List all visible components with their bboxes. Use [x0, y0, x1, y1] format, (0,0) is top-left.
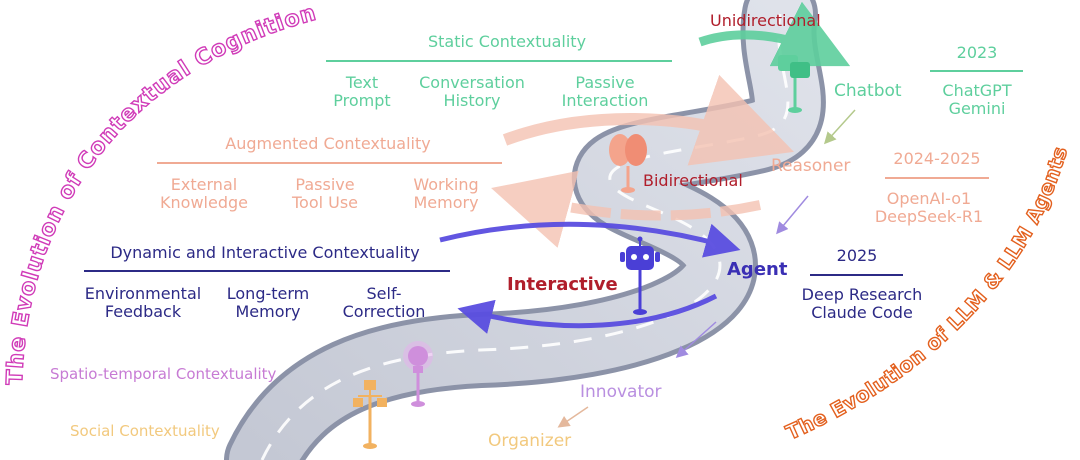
org-chart-icon — [353, 380, 387, 449]
milestone-2023-divider — [930, 70, 1023, 72]
bidirectional-arrow-lower — [491, 170, 762, 248]
agent-to-innovator-arrow — [675, 321, 717, 359]
interactive-arrow-upper — [439, 221, 741, 258]
brain-icon — [609, 134, 647, 193]
milestone-2025-divider — [810, 274, 903, 276]
chatbot-icon — [778, 55, 810, 113]
unidirectional-label: Unidirectional — [710, 11, 821, 30]
unidirectional-arrow — [698, 1, 851, 67]
augmented-divider — [157, 162, 502, 164]
dynamic-item-self-correction: Self-Correction — [342, 284, 426, 322]
bidirectional-arrow-upper — [502, 74, 794, 166]
stage-agent: Agent — [727, 259, 788, 280]
static-divider — [326, 60, 672, 62]
bidirectional-label: Bidirectional — [643, 171, 743, 190]
milestone-2023-year: 2023 — [956, 43, 998, 62]
lightbulb-icon — [403, 341, 433, 407]
stage-chatbot: Chatbot — [834, 81, 902, 101]
spatio-temporal-contextuality-label: Spatio-temporal Contextuality — [50, 365, 277, 383]
reasoner-to-agent-arrow — [776, 195, 809, 235]
interactive-arrow-lower — [457, 293, 718, 334]
milestone-2025-year: 2025 — [836, 246, 878, 265]
chatbot-to-reasoner-arrow — [823, 109, 856, 145]
innovator-to-organizer-arrow — [557, 406, 589, 428]
stage-innovator: Innovator — [580, 382, 662, 402]
augmented-contextuality-title: Augmented Contextuality — [225, 134, 431, 153]
social-contextuality-label: Social Contextuality — [70, 422, 220, 440]
interactive-label: Interactive — [507, 274, 618, 295]
milestone-2024-2025-year: 2024-2025 — [893, 149, 981, 168]
dynamic-contextuality-title: Dynamic and Interactive Contextuality — [110, 243, 420, 262]
milestone-2024-2025-divider — [885, 177, 989, 179]
stage-organizer: Organizer — [488, 431, 572, 451]
stage-reasoner: Reasoner — [771, 156, 851, 176]
dynamic-divider — [84, 270, 450, 272]
static-contextuality-title: Static Contextuality — [427, 32, 587, 51]
robot-icon — [620, 236, 660, 315]
